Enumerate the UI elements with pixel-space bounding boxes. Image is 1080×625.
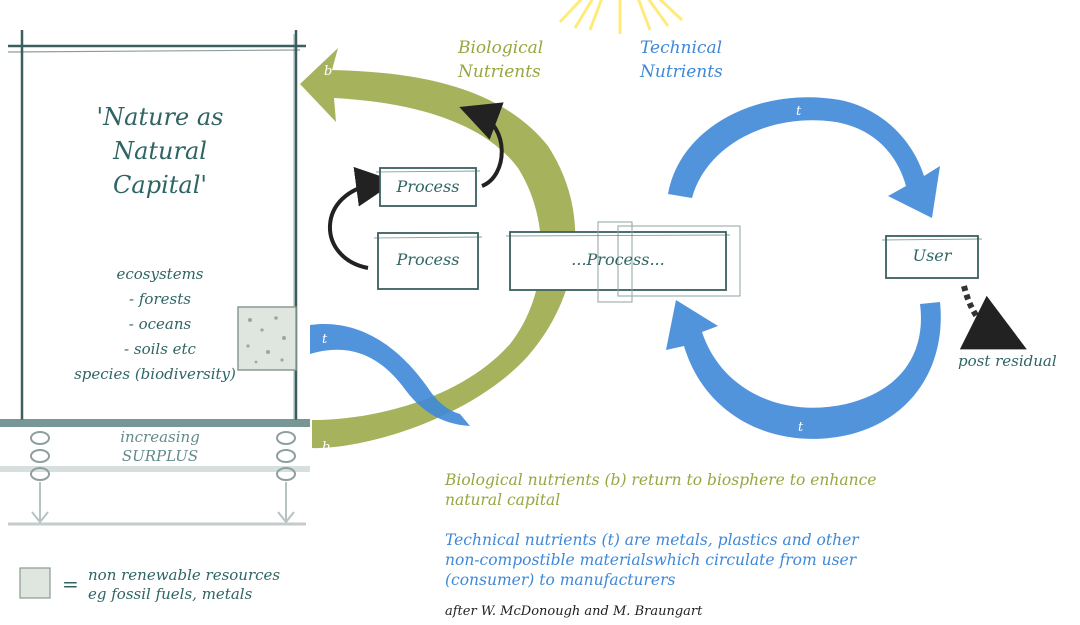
ecosystem-line: - forests xyxy=(129,290,191,308)
ecosystem-line: - soils etc xyxy=(124,340,196,358)
marker-b-bottom: b xyxy=(322,440,331,455)
process-label-central: ...Process... xyxy=(571,250,665,269)
surplus-label: increasing SURPLUS xyxy=(60,428,260,466)
marker-t-bottom: t xyxy=(798,420,804,435)
technical-caption: Technical nutrients (t) are metals, plas… xyxy=(445,530,859,590)
marker-b-plus-t: b+t xyxy=(472,412,497,427)
user-label: User xyxy=(912,246,952,265)
process-loop-arrow-left xyxy=(328,166,396,270)
process-box-upper xyxy=(375,167,481,207)
legend-equals: = xyxy=(62,572,79,596)
technical-cycle-bottom-arrow xyxy=(666,300,941,439)
caption-line: (consumer) to manufacturers xyxy=(445,571,676,589)
technical-label-line: Technical xyxy=(640,38,723,58)
caption-line: non-compostible materialswhich circulate… xyxy=(445,551,857,569)
nonrenewable-patch xyxy=(237,306,297,371)
nature-title-line: Natural xyxy=(113,137,207,165)
process-box-central xyxy=(505,221,741,303)
surplus-line: SURPLUS xyxy=(121,447,199,465)
process-label-lower: Process xyxy=(396,250,460,269)
nature-capital-title: 'Nature as Natural Capital' xyxy=(60,100,260,202)
technical-label-line: Nutrients xyxy=(640,62,723,82)
caption-line: natural capital xyxy=(445,491,561,509)
biological-cycle-arrow xyxy=(300,48,576,449)
ecosystem-line: ecosystems xyxy=(116,265,204,283)
technical-cycle-top-arrow xyxy=(668,97,940,218)
marker-t-top: t xyxy=(796,104,802,119)
post-residual-label: post residual xyxy=(958,352,1057,370)
marker-t-left: t xyxy=(322,332,328,347)
process-loop-arrow-right xyxy=(459,102,504,188)
legend-line: eg fossil fuels, metals xyxy=(88,585,253,603)
surplus-line: increasing xyxy=(120,428,200,446)
legend-patch-icon xyxy=(19,567,51,599)
caption-line: Technical nutrients (t) are metals, plas… xyxy=(445,531,859,549)
marker-b-top: b xyxy=(324,64,333,79)
user-box xyxy=(881,235,983,279)
biological-nutrients-label: Biological Nutrients xyxy=(458,36,543,84)
nature-title-line: Capital' xyxy=(113,171,207,199)
legend-text: non renewable resources eg fossil fuels,… xyxy=(88,566,280,604)
sun-icon xyxy=(558,0,684,34)
biological-caption: Biological nutrients (b) return to biosp… xyxy=(445,470,876,510)
process-box-lower xyxy=(373,232,483,290)
caption-line: Biological nutrients (b) return to biosp… xyxy=(445,471,877,489)
technical-nutrients-label: Technical Nutrients xyxy=(640,36,723,84)
residual-arrow xyxy=(959,285,1027,350)
ecosystem-line: - oceans xyxy=(128,315,192,333)
legend-line: non renewable resources xyxy=(88,566,281,584)
ecosystem-line: species (biodiversity) xyxy=(74,365,236,383)
credit-line: after W. McDonough and M. Braungart xyxy=(445,604,703,619)
ecosystems-list: ecosystems - forests - oceans - soils et… xyxy=(55,262,265,387)
biological-label-line: Nutrients xyxy=(458,62,541,82)
nature-title-line: 'Nature as xyxy=(96,103,224,131)
biological-label-line: Biological xyxy=(458,38,544,58)
technical-left-strand xyxy=(310,323,470,426)
process-label-upper: Process xyxy=(396,177,460,196)
surplus-band xyxy=(0,419,310,526)
